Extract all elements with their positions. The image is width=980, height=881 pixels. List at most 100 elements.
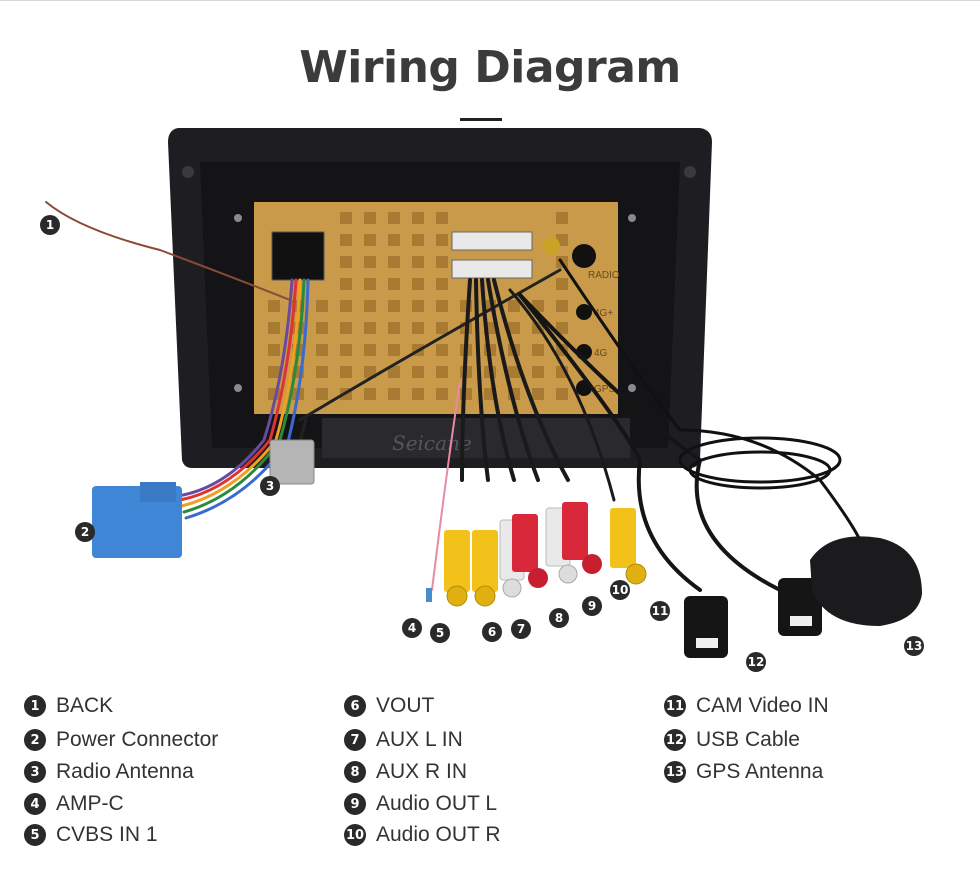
radio-antenna-connector [269, 439, 315, 485]
gps-jack-ring [542, 237, 560, 255]
wiring-figure: RADIO 4G+ 4G GPS Seicane [40, 128, 924, 672]
svg-text:9: 9 [588, 599, 596, 613]
legend-item-power-connector: 2 Power Connector [24, 728, 218, 752]
port-block-upper [451, 231, 533, 251]
panel-label-4gplus: 4G+ [594, 308, 613, 319]
legend-badge: 3 [24, 761, 46, 783]
svg-text:8: 8 [555, 611, 563, 625]
heatsink-slot [508, 300, 520, 312]
legend-badge: 6 [344, 695, 366, 717]
heatsink-slot [412, 300, 424, 312]
heatsink-slot [388, 300, 400, 312]
legend-label: Radio Antenna [56, 760, 194, 783]
rca-plugs [444, 502, 647, 607]
page-title: Wiring Diagram [299, 42, 681, 93]
harness-socket [271, 231, 325, 281]
legend-label: AMP-C [56, 792, 124, 815]
callout-4: 4 [402, 618, 422, 638]
heatsink-slot [532, 366, 544, 378]
heatsink-slot [436, 322, 448, 334]
legend-badge: 8 [344, 761, 366, 783]
heatsink-slot [364, 256, 376, 268]
panel-label-gps: GPS [594, 384, 615, 395]
legend-label: AUX R IN [376, 760, 468, 783]
heatsink-slot [388, 366, 400, 378]
heatsink-slot [436, 234, 448, 246]
svg-text:4: 4 [408, 621, 416, 635]
callout-6: 6 [482, 622, 502, 642]
heatsink-slot [268, 366, 280, 378]
legend-item-cvbs-in-1: 5 CVBS IN 1 [24, 823, 158, 847]
legend-label: CAM Video IN [696, 694, 829, 717]
callout-13: 13 [904, 636, 924, 656]
legend-badge: 12 [664, 729, 686, 751]
legend-badge: 9 [344, 793, 366, 815]
legend-item-amp-c: 4 AMP-C [24, 792, 124, 816]
bottom-bar [322, 418, 630, 458]
heatsink-slot [316, 344, 328, 356]
svg-text:11: 11 [652, 604, 669, 618]
callout-10: 10 [610, 580, 630, 600]
heatsink-slot [388, 256, 400, 268]
svg-text:1: 1 [46, 218, 54, 232]
svg-text:10: 10 [612, 583, 629, 597]
legend-label: Audio OUT L [376, 792, 498, 815]
heatsink-slot [412, 234, 424, 246]
legend-label: AUX L IN [376, 728, 463, 751]
legend-item-usb-cable: 12 USB Cable [664, 728, 800, 752]
legend-item-gps-antenna: 13 GPS Antenna [664, 760, 823, 784]
heatsink-slot [316, 300, 328, 312]
heatsink-slot [436, 256, 448, 268]
heatsink-slot [364, 322, 376, 334]
heatsink-slot [388, 388, 400, 400]
legend-badge: 10 [344, 824, 366, 846]
legend-item-vout: 6 VOUT [344, 694, 434, 718]
rca-cvbs [444, 530, 470, 592]
callout-9: 9 [582, 596, 602, 616]
heatsink-slot [268, 344, 280, 356]
heatsink-slot [436, 388, 448, 400]
heatsink-slot [316, 366, 328, 378]
heatsink-slot [436, 212, 448, 224]
radio-jack [572, 244, 596, 268]
heatsink-slot [412, 366, 424, 378]
heatsink-slot [388, 212, 400, 224]
legend-badge: 2 [24, 729, 46, 751]
heatsink-slot [412, 212, 424, 224]
legend-badge: 4 [24, 793, 46, 815]
heatsink-slot [364, 366, 376, 378]
heatsink-slot [340, 256, 352, 268]
heatsink-slot [388, 344, 400, 356]
svg-text:12: 12 [748, 655, 765, 669]
legend-item-cam-video-in: 11 CAM Video IN [664, 694, 829, 718]
heatsink-slots [268, 212, 568, 400]
usb-plug-left [684, 596, 728, 658]
heatsink-slot [268, 300, 280, 312]
legend-item-aux-l-in: 7 AUX L IN [344, 728, 463, 752]
heatsink-slot [340, 278, 352, 290]
heatsink-slot [316, 322, 328, 334]
callout-11: 11 [650, 601, 670, 621]
heatsink-slot [364, 234, 376, 246]
heatsink-slot [508, 366, 520, 378]
legend-label: CVBS IN 1 [56, 823, 158, 846]
panel-label-4g: 4G [594, 348, 608, 359]
legend-badge: 5 [24, 824, 46, 846]
legend-label: USB Cable [696, 728, 800, 751]
legend-badge: 1 [24, 695, 46, 717]
rca-audio-out-r [562, 502, 588, 560]
heatsink-slot [268, 322, 280, 334]
rca-cam-video [610, 508, 636, 568]
back-wire [45, 201, 291, 301]
callout-1: 1 [40, 215, 60, 235]
heatsink-slot [316, 388, 328, 400]
heatsink-slot [340, 322, 352, 334]
top-rule [0, 0, 980, 1]
heatsink-slot [388, 322, 400, 334]
svg-text:6: 6 [488, 625, 496, 639]
callout-12: 12 [746, 652, 766, 672]
heatsink-slot [532, 388, 544, 400]
legend-label: BACK [56, 694, 114, 717]
heatsink-slot [436, 300, 448, 312]
heatsink-slot [340, 234, 352, 246]
